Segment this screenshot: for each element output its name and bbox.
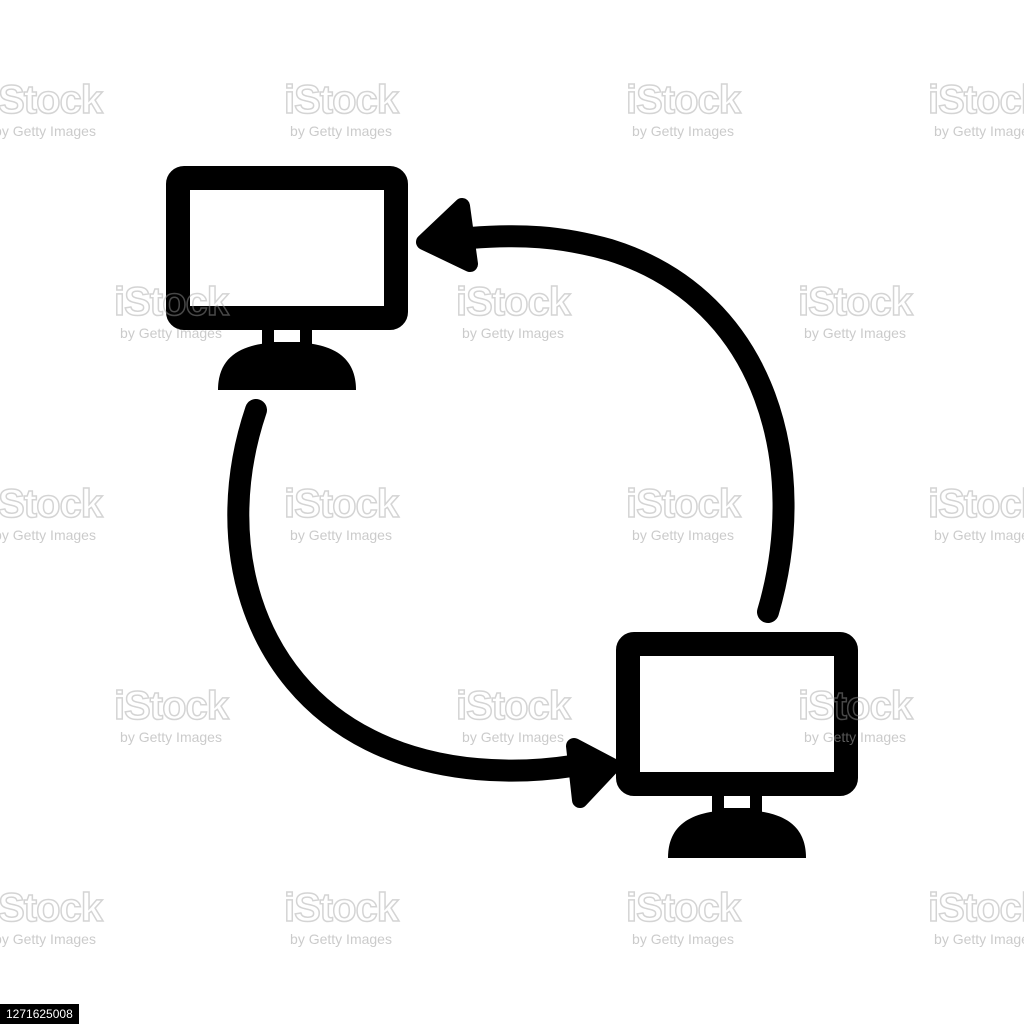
arc-left (227, 399, 583, 782)
arrowhead-right-icon (566, 738, 620, 808)
arrowhead-left-icon (416, 198, 478, 272)
monitor-top-left-base (218, 342, 356, 390)
monitor-top-left-screen (166, 166, 408, 330)
monitor-bottom-right-base (668, 810, 806, 858)
image-id-label: 1271625008 (0, 1004, 79, 1024)
monitor-top-left-icon (166, 166, 408, 390)
monitor-bottom-right-screen (616, 632, 858, 796)
monitor-bottom-right-icon (616, 632, 858, 858)
arc-right (459, 225, 795, 623)
